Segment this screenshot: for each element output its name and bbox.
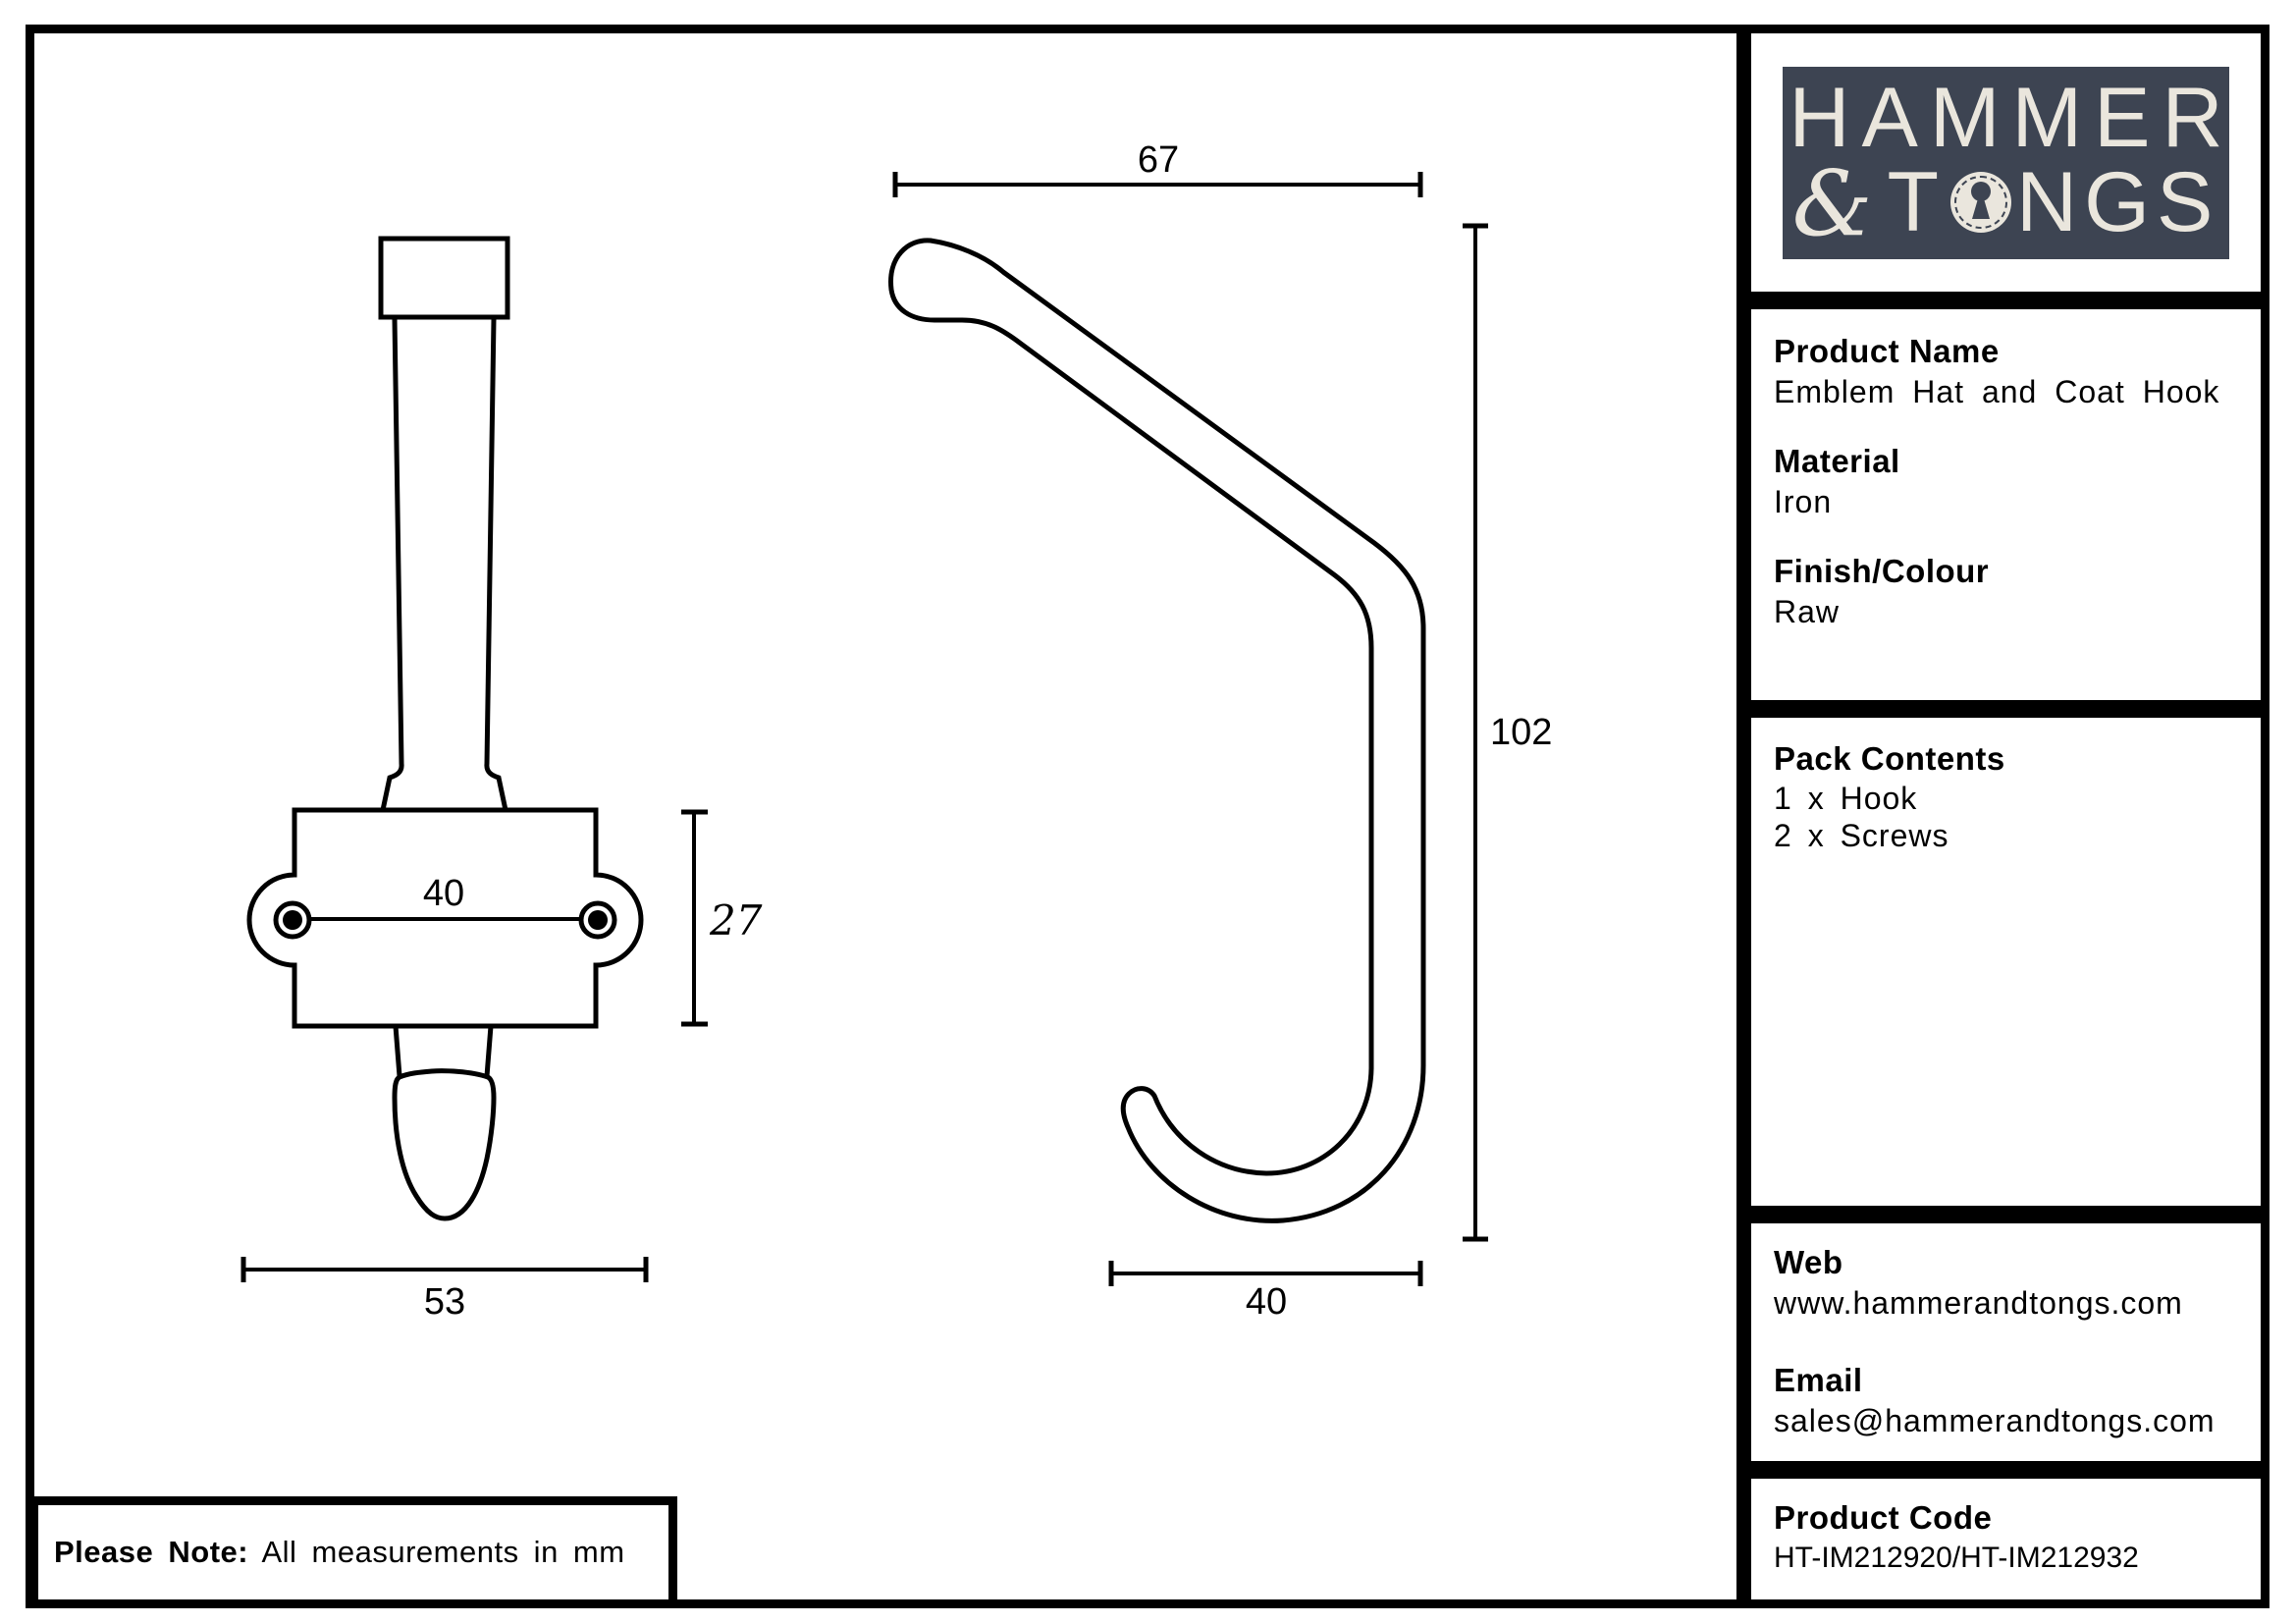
- finish-colour-label: Finish/Colour: [1774, 553, 1990, 589]
- side-view-hook-profile: [888, 238, 1426, 1223]
- email-label: Email: [1774, 1362, 1863, 1398]
- product-name-group: Product Name Emblem Hat and Coat Hook: [1774, 331, 2261, 411]
- product-code-label: Product Code: [1774, 1499, 1993, 1536]
- product-name-value: Emblem Hat and Coat Hook: [1774, 374, 2220, 409]
- logo-letters-ngs: NGS: [2016, 154, 2220, 249]
- email-value: sales@hammerandtongs.com: [1774, 1403, 2216, 1438]
- material-label: Material: [1774, 443, 1900, 479]
- dim-label-holes-40: 40: [423, 873, 464, 914]
- front-view-lower-stem-right: [484, 1023, 494, 1079]
- dimension-ticks: [240, 172, 1488, 1286]
- note-label: Please Note:: [54, 1535, 249, 1569]
- product-code-value: HT-IM212920/HT-IM212932: [1774, 1542, 2139, 1574]
- dim-label-bottom-40: 40: [1246, 1281, 1287, 1323]
- dim-label-depth-67: 67: [1138, 139, 1179, 181]
- measurements-note: Please Note: All measurements in mm: [54, 1535, 625, 1570]
- material-group: Material Iron: [1774, 441, 2261, 521]
- pack-contents-box: Pack Contents 1 x Hook 2 x Screws: [1742, 709, 2269, 1215]
- email-group: Email sales@hammerandtongs.com: [1774, 1360, 2261, 1440]
- logo-letter-t: T: [1887, 154, 1947, 249]
- hammer-and-tongs-logo: HAMMER & T NGS: [1783, 66, 2229, 259]
- logo-box: HAMMER & T NGS: [1742, 25, 2269, 300]
- screw-right-center: [588, 910, 608, 930]
- web-group: Web www.hammerandtongs.com: [1774, 1242, 2261, 1323]
- product-info-box: Product Name Emblem Hat and Coat Hook Ma…: [1742, 300, 2269, 709]
- dim-label-height-102: 102: [1490, 712, 1552, 753]
- dim-label-width-53: 53: [424, 1281, 465, 1323]
- front-view-stem-right-edge: [484, 316, 508, 813]
- web-value: www.hammerandtongs.com: [1774, 1285, 2183, 1321]
- note-text: All measurements in mm: [248, 1535, 625, 1569]
- keyhole-tail: [1972, 194, 1991, 219]
- front-view-hook-tip: [392, 1068, 497, 1221]
- web-label: Web: [1774, 1244, 1843, 1280]
- material-value: Iron: [1774, 484, 1833, 519]
- front-view-lower-stem-left: [393, 1023, 402, 1079]
- product-name-label: Product Name: [1774, 333, 2000, 369]
- keyhole-icon: [1950, 171, 2012, 233]
- measurements-note-box: Please Note: All measurements in mm: [29, 1496, 677, 1608]
- pack-item: 2 x Screws: [1774, 818, 1949, 853]
- pack-item: 1 x Hook: [1774, 781, 1918, 816]
- dim-label-plate-27: 27: [709, 896, 763, 945]
- logo-word-hammer: HAMMER: [1789, 70, 2235, 165]
- finish-colour-value: Raw: [1774, 594, 1841, 629]
- screw-left-center: [283, 910, 302, 930]
- front-view-stem-left-edge: [380, 316, 404, 813]
- finish-group: Finish/Colour Raw: [1774, 551, 2261, 631]
- dimension-lines: [243, 183, 1477, 1275]
- front-view-cap: [378, 236, 510, 320]
- keyhole-dashed-ring: [1954, 175, 2008, 229]
- contact-box: Web www.hammerandtongs.com Email sales@h…: [1742, 1215, 2269, 1470]
- pack-contents-label: Pack Contents: [1774, 740, 2005, 777]
- product-code-box: Product Code HT-IM212920/HT-IM212932: [1742, 1470, 2269, 1608]
- logo-ampersand: &: [1791, 150, 1880, 256]
- logo-word-tongs: & T NGS: [1791, 150, 2220, 256]
